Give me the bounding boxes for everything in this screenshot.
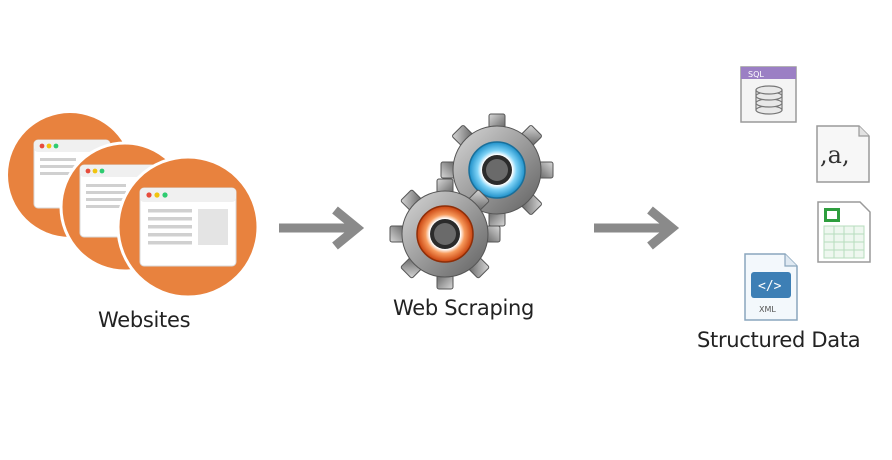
website-circle-3 (116, 155, 260, 299)
websites-label: Websites (98, 308, 191, 332)
xml-tag-glyph: </> (758, 279, 782, 294)
gears-icon-group (385, 112, 565, 292)
orange-gear (389, 178, 501, 290)
arrow-right-icon (594, 206, 680, 250)
structured-data-label: Structured Data (697, 328, 861, 352)
arrow-right-icon (279, 206, 365, 250)
sql-file-label: SQL (748, 70, 764, 79)
arrow-right-2 (590, 205, 680, 251)
web-scraping-label: Web Scraping (393, 296, 535, 320)
websites-icon (8, 113, 260, 299)
text-file-icon: ,a, (815, 124, 871, 184)
xml-file-icon: </> XML (743, 252, 799, 322)
arrow-right-1 (275, 205, 365, 251)
sql-file-icon: SQL (740, 66, 798, 124)
gears-icon (389, 113, 554, 290)
xml-file-label: XML (759, 305, 776, 314)
websites-icon-group (0, 95, 270, 305)
spreadsheet-file-icon (816, 200, 872, 264)
text-file-glyph: ,a, (820, 141, 850, 169)
